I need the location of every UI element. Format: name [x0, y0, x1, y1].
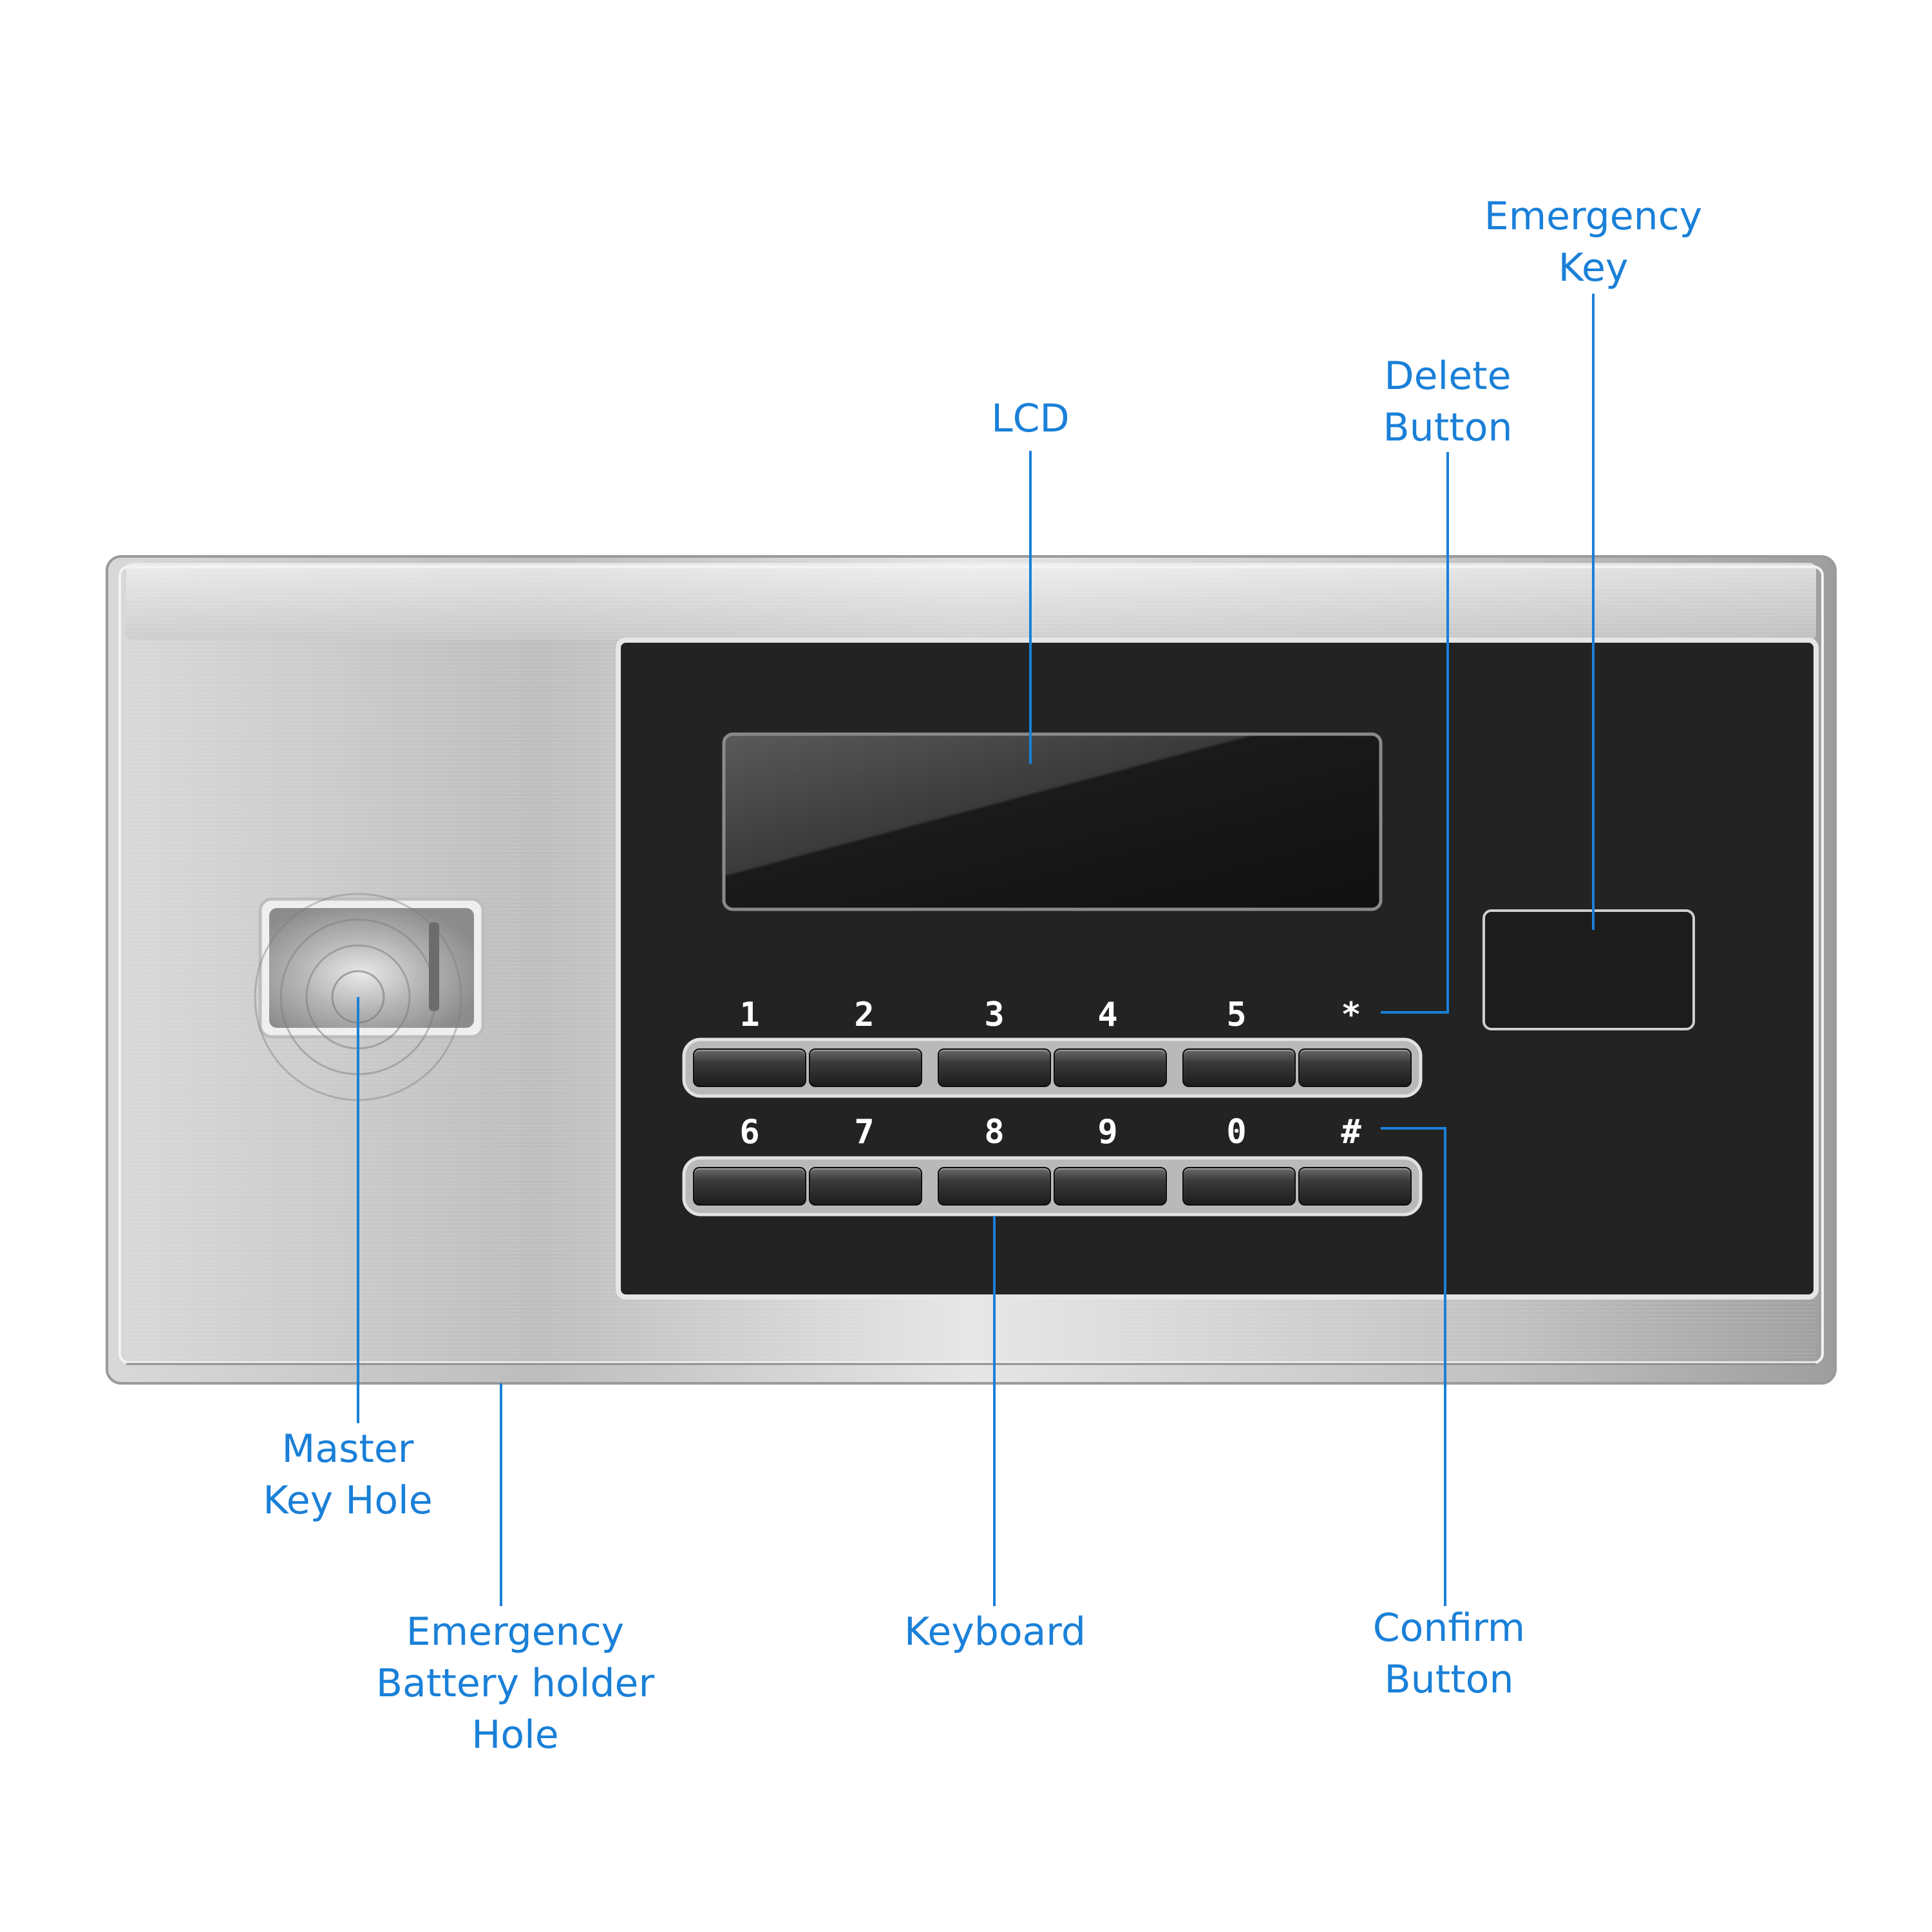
key-0-button[interactable] [1182, 1167, 1296, 1206]
key-9-button[interactable] [1054, 1167, 1167, 1206]
key-slot-notch [429, 922, 439, 1011]
lcd-screen [722, 732, 1383, 911]
callout-battery-holder: Emergency Battery holder Hole [374, 1606, 657, 1761]
delete-button[interactable] [1298, 1048, 1412, 1087]
key-2-button[interactable] [809, 1048, 922, 1087]
confirm-button[interactable] [1298, 1167, 1412, 1206]
leader-confirm [1381, 1127, 1446, 1606]
key-label-7: 7 [854, 1113, 875, 1151]
key-label-hash: # [1341, 1113, 1361, 1151]
key-label-0: 0 [1226, 1113, 1247, 1151]
callout-emergency-key-line-1: Emergency [1484, 194, 1703, 239]
callout-keyboard: Keyboard [889, 1606, 1101, 1658]
key-6-button[interactable] [693, 1167, 806, 1206]
callout-emergency-key: Emergency Key [1484, 191, 1703, 294]
key-5-button[interactable] [1182, 1048, 1296, 1087]
emergency-key-slot[interactable] [1482, 909, 1695, 1030]
key-label-4: 4 [1097, 996, 1118, 1034]
callout-keyboard-line: Keyboard [904, 1609, 1086, 1654]
callout-master-key-line-2: Key Hole [263, 1478, 433, 1523]
callout-battery-line-1: Emergency [406, 1609, 625, 1654]
callout-confirm-button: Confirm Button [1352, 1602, 1546, 1705]
key-3-button[interactable] [938, 1048, 1051, 1087]
callout-battery-line-2: Battery holder [375, 1661, 655, 1706]
callout-delete-line-2: Button [1383, 405, 1513, 450]
leader-lines [357, 294, 1595, 1606]
callout-master-key-hole: Master Key Hole [238, 1423, 457, 1526]
key-1-button[interactable] [693, 1048, 806, 1087]
leader-delete [1381, 452, 1449, 1014]
key-8-button[interactable] [938, 1167, 1051, 1206]
lock-inner-edge [118, 565, 1824, 1364]
key-label-star: * [1341, 996, 1361, 1034]
key-label-8: 8 [984, 1113, 1005, 1151]
callout-master-key-line-1: Master [281, 1426, 414, 1472]
key-label-5: 5 [1226, 996, 1247, 1034]
key-label-9: 9 [1097, 1113, 1118, 1151]
callout-confirm-line-1: Confirm [1372, 1605, 1526, 1651]
key-4-button[interactable] [1054, 1048, 1167, 1087]
key-label-6: 6 [739, 1113, 760, 1151]
callout-delete-line-1: Delete [1384, 354, 1511, 399]
callout-confirm-line-2: Button [1384, 1657, 1514, 1702]
callout-delete-button: Delete Button [1351, 350, 1544, 453]
callout-lcd: LCD [934, 393, 1127, 444]
callout-battery-line-3: Hole [471, 1712, 559, 1757]
callout-emergency-key-line-2: Key [1558, 245, 1629, 290]
key-7-button[interactable] [809, 1167, 922, 1206]
master-key-hole[interactable] [269, 908, 474, 1028]
callout-lcd-line: LCD [991, 396, 1070, 441]
key-label-2: 2 [854, 996, 875, 1034]
key-label-1: 1 [739, 996, 760, 1034]
key-label-3: 3 [984, 996, 1005, 1034]
